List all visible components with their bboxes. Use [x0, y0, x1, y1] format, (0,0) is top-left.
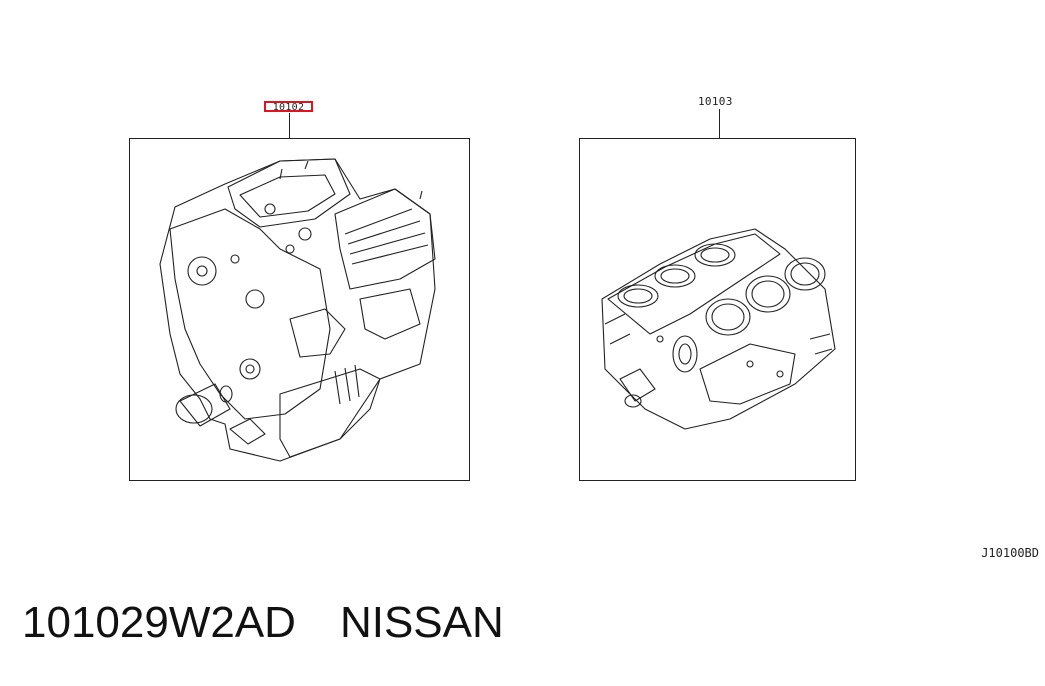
engine-assembly-panel[interactable] — [129, 138, 470, 481]
engine-assembly-illustration — [159, 158, 436, 462]
diagram-code: J10100BD — [981, 546, 1039, 560]
leader-line-engine-assembly — [289, 113, 290, 138]
callout-short-block[interactable]: 10103 — [698, 95, 733, 108]
brand-name: NISSAN — [339, 598, 504, 647]
part-footer: 101029W2AD NISSAN — [22, 598, 504, 648]
cylinder-block-illustration — [601, 228, 836, 430]
short-block-panel[interactable] — [579, 138, 856, 481]
callout-engine-assembly[interactable]: 10102 — [264, 101, 313, 113]
part-number: 101029W2AD — [22, 598, 296, 647]
leader-line-short-block — [719, 109, 720, 138]
